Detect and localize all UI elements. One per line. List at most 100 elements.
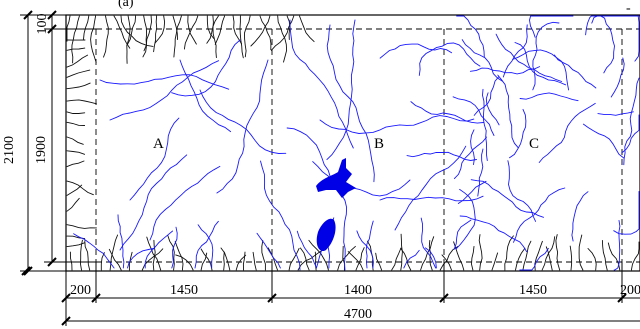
dim-text-seg-3: 1400 <box>344 283 372 298</box>
crack-line <box>171 39 241 97</box>
crack-line <box>119 154 188 251</box>
crack-line <box>252 251 257 271</box>
crack-line <box>66 197 80 212</box>
crack-line <box>478 234 483 271</box>
tick-left-1 <box>23 10 33 20</box>
crack-line <box>587 248 597 271</box>
tick-bottom-1 <box>61 293 71 303</box>
crack-line <box>610 57 625 98</box>
crack-line <box>512 49 570 91</box>
crack-line <box>453 136 488 180</box>
crack-line <box>108 248 122 271</box>
crack-line <box>214 15 226 45</box>
tick-left-2 <box>23 266 33 276</box>
crack-line <box>379 43 453 59</box>
crack-line <box>142 15 148 58</box>
crack-line <box>326 19 356 161</box>
crack-line <box>473 76 500 116</box>
crack-line <box>187 15 197 45</box>
crack-line <box>212 15 217 59</box>
crack-line <box>197 224 214 269</box>
crack-line <box>420 217 437 269</box>
crack-line <box>515 247 526 271</box>
tick-left-3 <box>47 10 57 20</box>
crack-line <box>337 245 356 271</box>
crack-line <box>146 236 162 271</box>
crack-line <box>375 252 383 271</box>
crack-line <box>553 54 597 89</box>
crack-line <box>613 219 621 271</box>
crack-line <box>513 187 566 243</box>
crack-line <box>514 42 567 86</box>
zone-label-b: B <box>374 136 384 152</box>
crack-line <box>470 129 475 166</box>
zone-label-a: A <box>153 136 164 152</box>
spalling-region-lower <box>316 218 336 252</box>
crack-line <box>299 247 310 271</box>
zone-boundaries <box>95 28 640 263</box>
crack-line <box>260 160 301 271</box>
left-dimensions <box>20 14 96 272</box>
crack-line <box>420 236 435 271</box>
crack-line <box>259 15 272 51</box>
crack-line <box>126 15 131 64</box>
crack-line <box>356 230 374 269</box>
crack-line <box>66 111 86 114</box>
crack-line <box>154 15 166 44</box>
crack-line <box>199 89 287 154</box>
tick-corner <box>21 266 31 276</box>
crack-line <box>223 251 225 271</box>
crack-line <box>457 180 487 204</box>
crack-line <box>299 15 315 43</box>
crack-line <box>66 82 91 90</box>
crack-line <box>519 247 549 271</box>
crack-line <box>244 15 251 58</box>
crack-line <box>100 252 105 271</box>
crack-line <box>149 165 221 241</box>
crack-line <box>569 245 573 271</box>
crack-line <box>109 60 220 121</box>
crack-line <box>391 247 402 271</box>
crack-line <box>297 250 322 271</box>
crack-line <box>200 248 213 271</box>
crack-line <box>365 220 374 269</box>
crack-line <box>400 247 412 271</box>
crack-line <box>270 15 295 51</box>
crack-line <box>394 145 467 231</box>
crack-line <box>601 240 608 271</box>
crack-line <box>288 247 300 271</box>
crack-line <box>623 77 640 166</box>
crack-line <box>532 21 560 91</box>
dim-text-top-offset: 100 <box>35 14 50 35</box>
tick-bottom-2 <box>91 293 101 303</box>
crack-line <box>621 114 640 154</box>
crack-line <box>418 42 481 76</box>
left-dimension-ticks <box>23 10 57 276</box>
spalling-region-upper <box>316 158 356 198</box>
tick-bottom-5 <box>617 293 627 303</box>
crack-line <box>597 111 634 116</box>
crack-line <box>403 249 420 269</box>
crack-line <box>529 15 574 38</box>
crack-line <box>634 15 640 62</box>
crack-line <box>379 195 484 202</box>
blue-crack-layer <box>73 15 640 271</box>
crack-line <box>175 254 194 271</box>
crack-line <box>289 19 354 149</box>
crack-line <box>167 235 175 271</box>
crack-line <box>113 15 131 49</box>
crack-line <box>355 247 365 271</box>
crack-line <box>441 254 452 271</box>
crack-line <box>256 232 281 269</box>
crack-line <box>66 150 86 155</box>
crack-line <box>495 33 563 82</box>
crack-line <box>578 234 584 271</box>
crack-line <box>571 191 589 242</box>
crack-line <box>347 251 364 271</box>
crack-line <box>235 254 247 271</box>
crack-line <box>80 239 83 271</box>
figure-label-fragment: (a) <box>118 0 134 10</box>
crack-line <box>459 215 528 253</box>
crack-line <box>582 123 625 159</box>
